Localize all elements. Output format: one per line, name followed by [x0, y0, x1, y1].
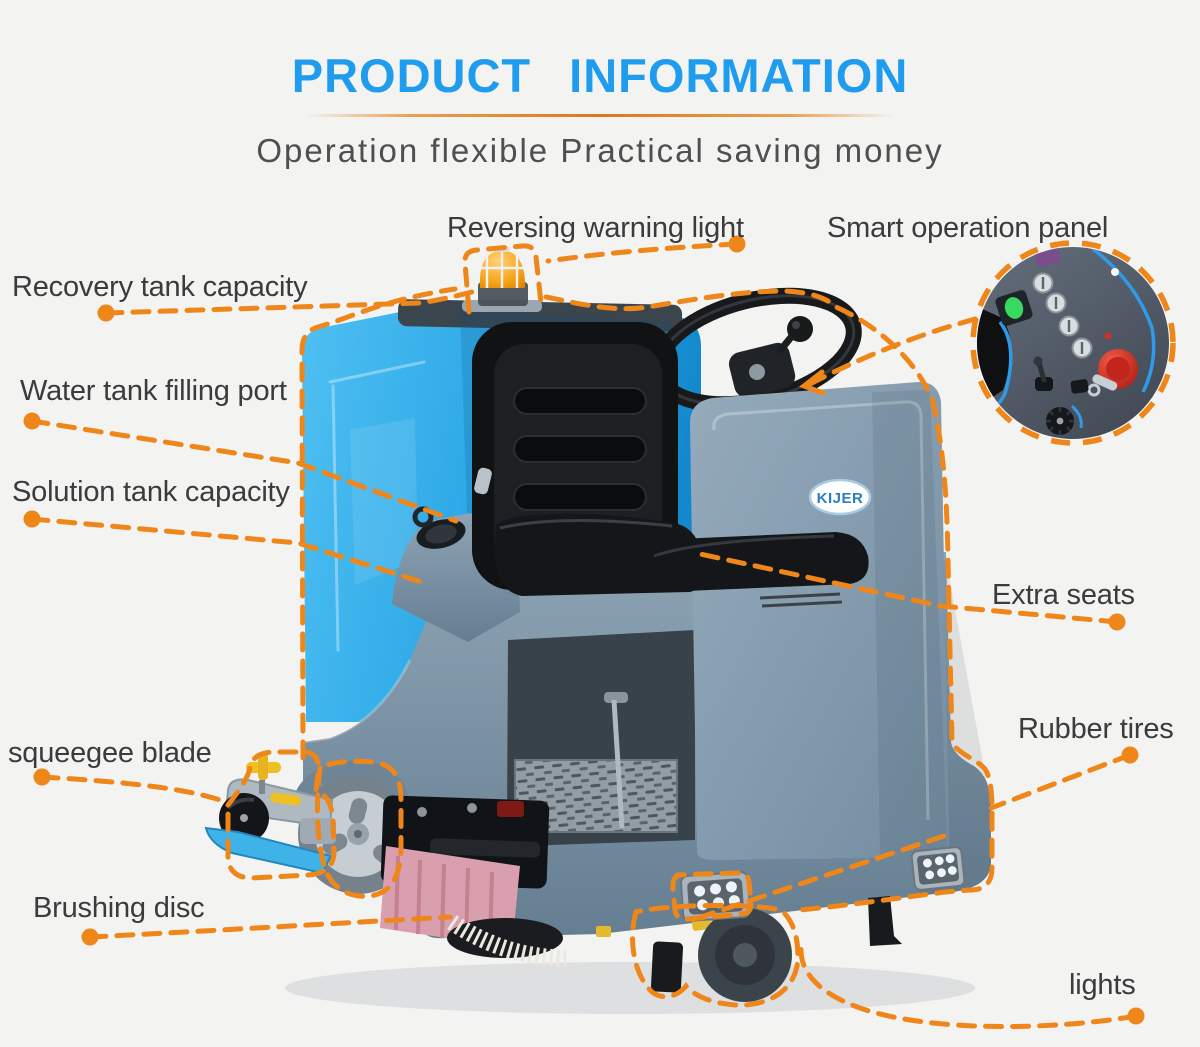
outline-front-wheel [314, 758, 404, 899]
control-panel-inset [970, 240, 1176, 446]
callout-label-recovery-tank-capacity: Recovery tank capacity [12, 271, 308, 303]
floor-scrubber-illustration: KIJER [204, 246, 991, 1014]
leader-smart-panel [807, 314, 986, 387]
brand-logo-text: KIJER [817, 490, 864, 507]
leader-water-tank-port [29, 418, 459, 524]
rear-wheel [698, 908, 792, 1002]
leader-lights-diagonal [695, 831, 953, 921]
leader-squeegee-blade [39, 774, 229, 805]
leader-solution-tank [29, 516, 431, 587]
squeegee-bracket-left [650, 941, 684, 993]
warning-beacon-icon [462, 246, 542, 312]
smart-panel-arrowhead [798, 369, 826, 396]
squeegee-blade-part [204, 826, 333, 875]
outline-right [543, 288, 995, 913]
callout-label-reversing-warning-light: Reversing warning light [447, 212, 744, 244]
leader-extra-seats [697, 551, 1120, 625]
wheel-fender [290, 760, 412, 814]
outline-rear-wheel [630, 902, 801, 1008]
page-title: PRODUCT INFORMATION [291, 49, 909, 102]
callout-label-rubber-tires: Rubber tires [1018, 713, 1174, 745]
callout-dots [23, 235, 1145, 1025]
outline-beacon [462, 243, 544, 315]
rocker-switch [995, 290, 1033, 326]
toggle-switch [1033, 356, 1053, 391]
driver-seat [472, 322, 704, 596]
callout-label-squeegee-blade: squeegee blade [8, 737, 212, 769]
leader-recovery-tank [103, 289, 475, 316]
outline-squeegee [225, 749, 337, 881]
inset-dashed-ring [970, 240, 1176, 446]
outline-left-top [299, 286, 458, 761]
panel-knobs [1032, 272, 1093, 359]
led-light-right [910, 846, 966, 891]
callout-label-extra-seats: Extra seats [992, 579, 1135, 611]
armrest [977, 295, 1012, 425]
callout-lines [29, 241, 1139, 1030]
rear-cowl: KIJER [689, 381, 950, 860]
callout-label-lights: lights [1069, 969, 1136, 1001]
callout-label-water-tank-filling-port: Water tank filling port [20, 375, 287, 407]
leader-rubber-tires [988, 752, 1133, 811]
brand-badge: KIJER [808, 478, 872, 516]
leader-reversing-warning-light [545, 241, 740, 264]
speed-knob [1046, 407, 1074, 435]
squeegee-assembly [204, 753, 336, 875]
callout-label-smart-operation-panel: Smart operation panel [827, 212, 1109, 244]
callout-label-solution-tank-capacity: Solution tank capacity [12, 476, 290, 508]
title-divider [305, 114, 895, 117]
squeegee-bracket-right [868, 896, 902, 946]
brush-bristles [447, 914, 567, 967]
machine-shadow [285, 962, 975, 1014]
page-subtitle: Operation flexible Practical saving mone… [256, 132, 944, 169]
outline-led-left [670, 870, 754, 922]
callout-label-brushing-disc: Brushing disc [33, 892, 205, 924]
leader-lights [798, 945, 1139, 1030]
emergency-stop-button [1087, 349, 1138, 397]
